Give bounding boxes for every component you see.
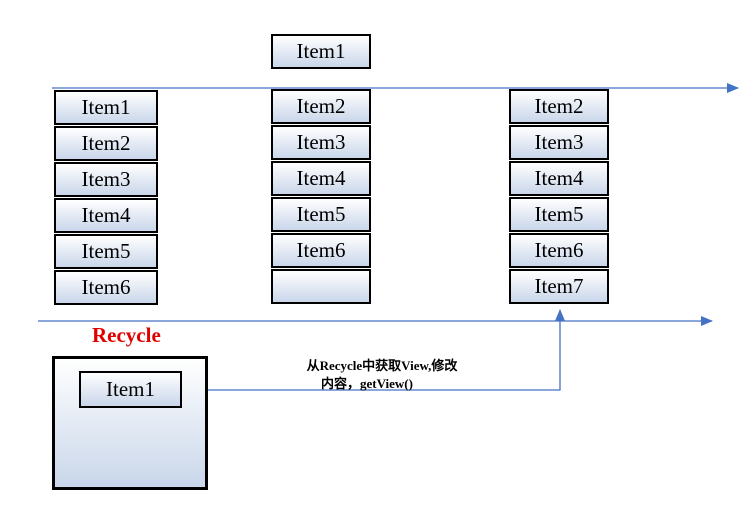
column-3-item-2: Item3 — [509, 125, 609, 160]
recycle-note-line-2: 内容，getView() — [321, 376, 413, 391]
column-1-item-4: Item4 — [54, 198, 158, 233]
recycle-reuse-arrow — [183, 309, 565, 391]
column-1-item-5: Item5 — [54, 234, 158, 269]
column-2-item-3: Item4 — [271, 161, 371, 196]
column-2-item-4: Item5 — [271, 197, 371, 232]
column-1-item-1: Item1 — [54, 90, 158, 125]
recycle-note: 从Recycle中获取View,修改 内容，getView() — [272, 357, 492, 393]
column-3-item-4: Item5 — [509, 197, 609, 232]
recycle-item: Item1 — [79, 371, 182, 408]
column-3-item-3: Item4 — [509, 161, 609, 196]
column-2-item-above: Item1 — [271, 34, 371, 69]
column-3-item-1: Item2 — [509, 89, 609, 124]
column-1-item-3: Item3 — [54, 162, 158, 197]
column-3-item-5: Item6 — [509, 233, 609, 268]
column-2-item-5: Item6 — [271, 233, 371, 268]
recycle-note-line-1: 从Recycle中获取View,修改 — [306, 358, 458, 373]
column-2-item-6 — [271, 269, 371, 304]
column-3-item-6: Item7 — [509, 269, 609, 304]
column-2-item-1: Item2 — [271, 89, 371, 124]
column-1-item-2: Item2 — [54, 126, 158, 161]
recycle-title: Recycle — [92, 323, 161, 347]
column-2-item-2: Item3 — [271, 125, 371, 160]
column-1-item-6: Item6 — [54, 270, 158, 305]
